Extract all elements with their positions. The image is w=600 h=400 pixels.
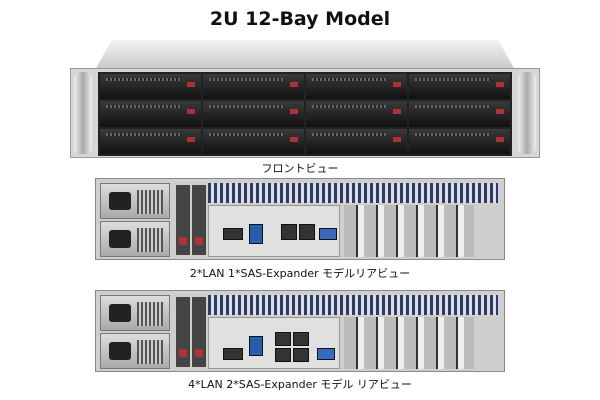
rear2-caption: 4*LAN 2*SAS-Expander モデル リアビュー (188, 378, 412, 391)
front-caption: フロントビュー (261, 162, 339, 175)
page-title: 2U 12-Bay Model (209, 8, 391, 30)
rear-view-image-1 (95, 178, 505, 260)
rear-view-image-2 (95, 290, 505, 372)
rear1-caption: 2*LAN 1*SAS-Expander モデルリアビュー (189, 267, 411, 280)
front-view-image (70, 40, 540, 160)
